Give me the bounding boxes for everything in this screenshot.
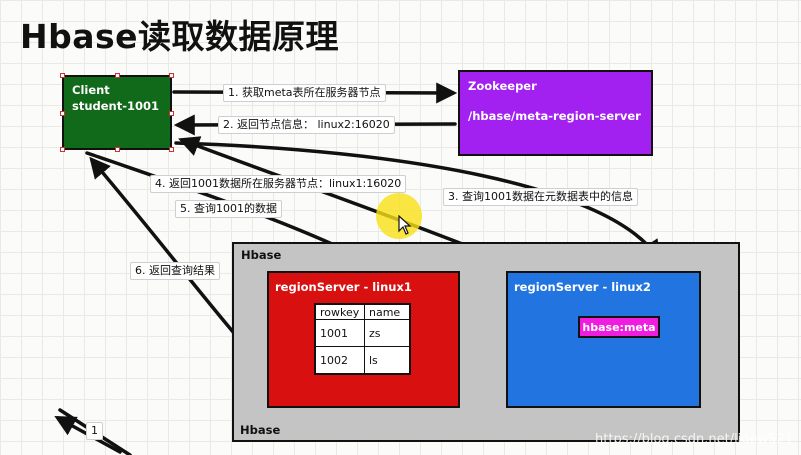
step-7-label: 1 bbox=[86, 422, 103, 440]
step-6-label: 6. 返回查询结果 bbox=[130, 262, 220, 280]
table-cell: 1002 bbox=[314, 346, 365, 375]
arrow-step-3 bbox=[174, 141, 661, 262]
watermark: https://blog.csdn.net/lidew521 bbox=[595, 432, 793, 447]
zookeeper-box[interactable]: Zookeeper /hbase/meta-region-server bbox=[458, 70, 653, 156]
region-server-2-label: regionServer - linux2 bbox=[514, 280, 651, 294]
step-3-label: 3. 查询1001数据在元数据表中的信息 bbox=[443, 188, 638, 206]
hbase-label: Hbase bbox=[241, 248, 282, 262]
cursor-highlight bbox=[376, 193, 422, 239]
resize-handle[interactable] bbox=[169, 73, 174, 78]
step-4-label: 4. 返回1001数据所在服务器节点：linux1:16020 bbox=[150, 175, 407, 193]
table-cell: zs bbox=[364, 319, 411, 347]
step-2-label: 2. 返回节点信息： linux2:16020 bbox=[218, 116, 395, 134]
resize-handle[interactable] bbox=[169, 111, 174, 116]
zookeeper-label: Zookeeper bbox=[468, 79, 537, 93]
zookeeper-path: /hbase/meta-region-server bbox=[468, 109, 641, 123]
resize-handle[interactable] bbox=[60, 147, 65, 152]
data-table: rowkey name 1001 zs 1002 ls bbox=[314, 303, 411, 375]
resize-handle[interactable] bbox=[60, 73, 65, 78]
resize-handle[interactable] bbox=[60, 111, 65, 116]
client-id: student-1001 bbox=[72, 99, 160, 113]
client-label: Client bbox=[72, 83, 110, 97]
resize-handle[interactable] bbox=[115, 73, 120, 78]
hbase-bottom-label: Hbase bbox=[240, 423, 281, 437]
resize-handle[interactable] bbox=[115, 147, 120, 152]
client-box[interactable]: Client student-1001 bbox=[60, 73, 174, 152]
diagram-title: Hbase读取数据原理 bbox=[20, 17, 340, 56]
region-server-linux2[interactable]: regionServer - linux2 bbox=[506, 271, 701, 408]
table-cell: ls bbox=[364, 346, 411, 375]
table-cell: 1001 bbox=[314, 319, 365, 347]
step-1-label: 1. 获取meta表所在服务器节点 bbox=[223, 84, 386, 102]
step-5-label: 5. 查询1001的数据 bbox=[175, 200, 282, 218]
resize-handle[interactable] bbox=[169, 147, 174, 152]
column-header-name: name bbox=[364, 303, 411, 320]
table-header-row: rowkey name bbox=[314, 303, 411, 320]
region-server-1-label: regionServer - linux1 bbox=[275, 280, 412, 294]
table-row: 1001 zs bbox=[314, 319, 411, 347]
table-row: 1002 ls bbox=[314, 346, 411, 375]
column-header-rowkey: rowkey bbox=[314, 303, 365, 320]
hbase-meta-table[interactable]: hbase:meta bbox=[578, 316, 660, 338]
